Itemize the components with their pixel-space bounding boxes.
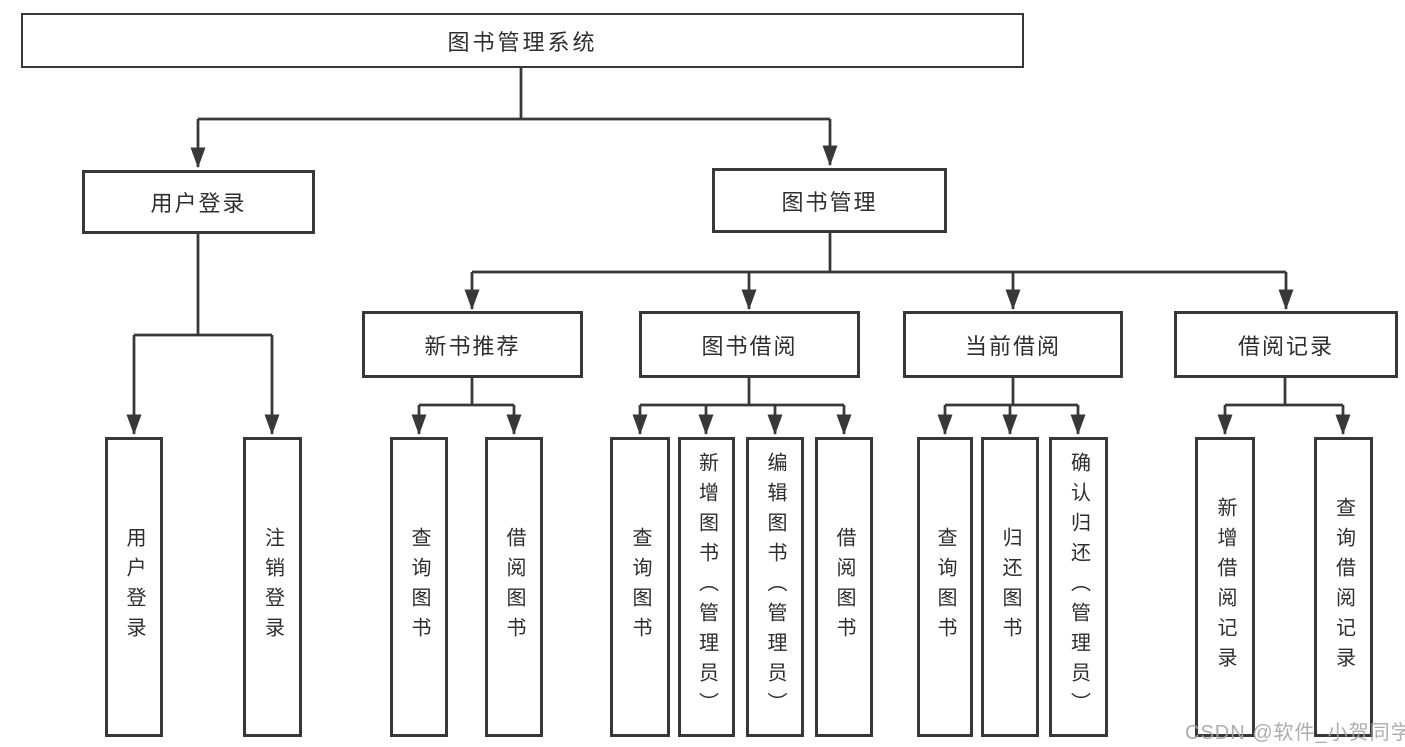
leaf-bb-edit-books-admin: 编辑图书（管理员） <box>746 437 804 737</box>
leaf-br-query-borrow-record: 查询借阅记录 <box>1314 437 1373 737</box>
connector-root-to-level2 <box>190 68 838 168</box>
leaf-bb-borrow-books: 借阅图书 <box>815 437 873 737</box>
connector-new-book-recommend-children <box>411 378 522 435</box>
leaf-bb-add-books-admin: 新增图书（管理员） <box>678 437 735 737</box>
node-current-borrowing: 当前借阅 <box>903 311 1123 378</box>
leaf-nbr-query-books: 查询图书 <box>390 437 448 737</box>
node-library-management-system: 图书管理系统 <box>21 13 1024 68</box>
node-borrowing-records: 借阅记录 <box>1174 311 1398 378</box>
leaf-cb-confirm-return-admin: 确认归还（管理员） <box>1049 437 1108 737</box>
leaf-nbr-borrow-books: 借阅图书 <box>485 437 543 737</box>
connector-book-management-children <box>464 233 1294 310</box>
csdn-watermark: CSDN @软件_小贺同学 <box>1185 722 1405 744</box>
node-book-borrowing: 图书借阅 <box>639 311 860 378</box>
leaf-br-add-borrow-record: 新增借阅记录 <box>1195 437 1255 737</box>
leaf-cb-query-books: 查询图书 <box>917 437 973 737</box>
leaf-bb-query-books: 查询图书 <box>610 437 670 737</box>
leaf-logout-login: 注销登录 <box>243 437 302 737</box>
node-book-management: 图书管理 <box>712 168 947 233</box>
connector-current-borrowing-children <box>937 378 1086 435</box>
node-new-book-recommendation: 新书推荐 <box>362 311 583 378</box>
connector-book-borrowing-children <box>632 378 852 435</box>
leaf-user-login: 用户登录 <box>105 437 163 737</box>
connector-borrowing-records-children <box>1217 378 1351 435</box>
leaf-cb-return-books: 归还图书 <box>981 437 1039 737</box>
connector-user-login-children <box>126 234 280 435</box>
node-user-login: 用户登录 <box>82 170 315 234</box>
